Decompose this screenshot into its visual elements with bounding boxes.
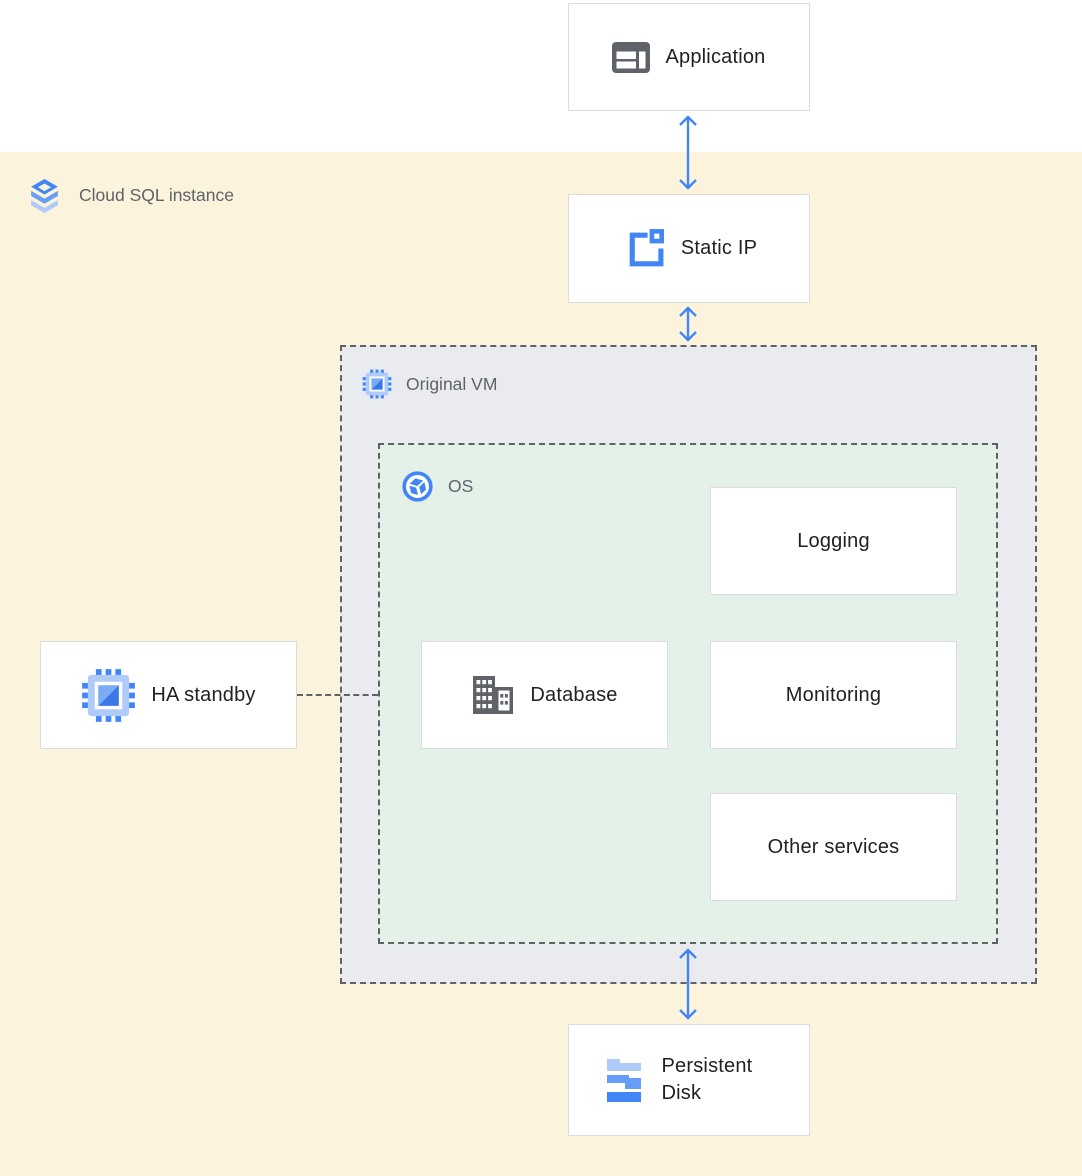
dashed-line-ha-standby-vm [297, 694, 378, 696]
node-database: Database [421, 641, 668, 749]
node-application: Application [568, 3, 810, 111]
node-label: Database [530, 683, 618, 706]
region-label-text: Cloud SQL instance [79, 185, 234, 205]
cloud-sql-icon [26, 177, 63, 214]
cloud-sql-instance-label: Cloud SQL instance [26, 177, 234, 214]
node-logging: Logging [710, 487, 957, 595]
original-vm-label: Original VM [362, 369, 497, 399]
original-vm-label-text: Original VM [406, 373, 498, 394]
static-ip-icon [621, 226, 666, 271]
node-other-services: Other services [710, 793, 957, 901]
compute-engine-icon [81, 668, 136, 723]
node-label: Logging [797, 529, 870, 552]
arrow-application-static-ip [679, 115, 697, 190]
node-label: Persistent Disk [661, 1055, 753, 1104]
node-label: Monitoring [785, 683, 882, 706]
node-label: HA standby [151, 683, 256, 706]
node-label: Application [665, 45, 766, 68]
persistent-disk-icon [601, 1055, 647, 1105]
node-monitoring: Monitoring [710, 641, 957, 749]
os-icon [401, 470, 434, 503]
node-persistent-disk: Persistent Disk [568, 1024, 810, 1136]
node-static-ip: Static IP [568, 194, 810, 303]
os-label: OS [401, 470, 473, 503]
arrow-os-persistent-disk [679, 948, 697, 1020]
node-ha-standby: HA standby [40, 641, 297, 749]
compute-engine-icon [362, 369, 392, 399]
node-label: Other services [767, 835, 900, 858]
arrow-static-ip-original-vm [679, 306, 697, 342]
building-icon [471, 675, 515, 715]
os-label-text: OS [448, 476, 474, 496]
application-window-icon [612, 41, 651, 73]
node-label: Static IP [680, 237, 758, 259]
